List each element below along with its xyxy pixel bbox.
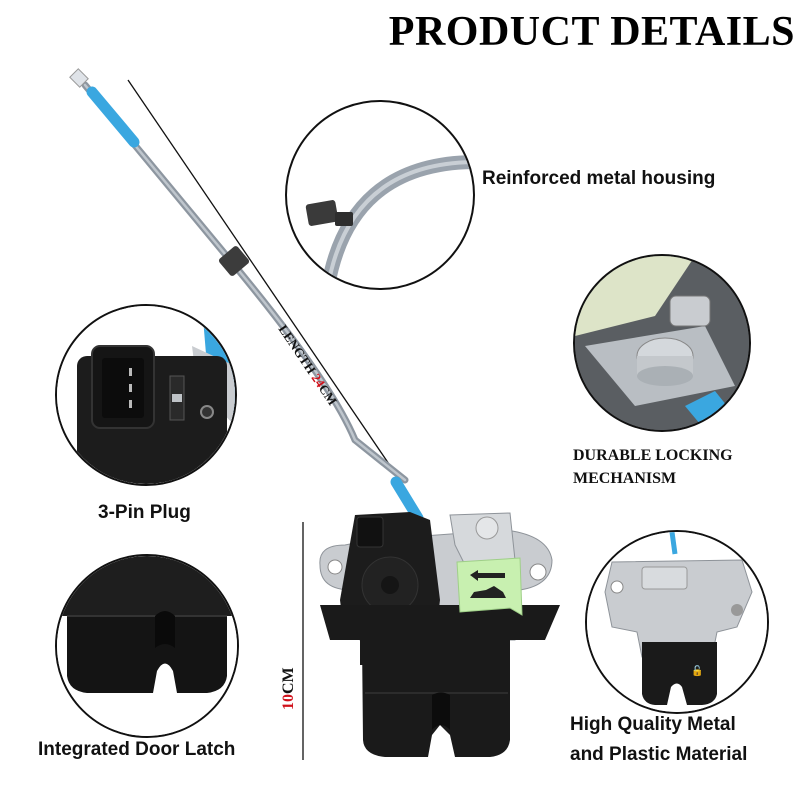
locking-mechanism-closeup-icon xyxy=(575,256,749,430)
page-title: PRODUCT DETAILS xyxy=(388,9,795,55)
feature-label-locking: DURABLE LOCKING MECHANISM xyxy=(573,444,733,490)
feature-circle-latch xyxy=(55,554,239,738)
feature-label-material-line1: High Quality Metal xyxy=(570,714,736,735)
feature-circle-material: 🔓 xyxy=(585,530,769,714)
feature-label-housing: Reinforced metal housing xyxy=(482,168,716,189)
height-unit: CM xyxy=(280,667,297,694)
svg-text:🔓: 🔓 xyxy=(691,664,703,677)
latch-assembly xyxy=(319,512,560,757)
height-label: 10CM xyxy=(280,667,298,710)
arrow-left-icon xyxy=(470,570,505,581)
feature-label-latch: Integrated Door Latch xyxy=(38,739,236,760)
feature-label-plug: 3-Pin Plug xyxy=(98,502,191,523)
metal-plate-closeup-icon: 🔓 xyxy=(587,532,767,712)
cable-end-cap-bottom xyxy=(390,476,424,524)
release-tag xyxy=(456,557,523,616)
feature-label-locking-line1: DURABLE LOCKING xyxy=(573,447,733,464)
cable-clip xyxy=(218,246,250,276)
feature-label-material-line2: and Plastic Material xyxy=(570,744,748,765)
length-dimension-line xyxy=(127,79,394,471)
cable-end-cap-top xyxy=(86,86,140,148)
three-pin-connector-closeup-icon xyxy=(57,306,235,484)
cable xyxy=(69,68,424,524)
feature-label-material: High Quality Metal and Plastic Material xyxy=(570,710,747,770)
cable-clip-closeup-icon xyxy=(305,155,473,288)
door-latch-closeup-icon xyxy=(57,556,237,736)
feature-circle-locking xyxy=(573,254,751,432)
height-value: 10 xyxy=(280,694,297,710)
feature-circle-housing xyxy=(285,100,475,290)
feature-circle-plug xyxy=(55,304,237,486)
car-trunk-icon xyxy=(470,586,506,598)
feature-label-locking-line2: MECHANISM xyxy=(573,470,677,487)
